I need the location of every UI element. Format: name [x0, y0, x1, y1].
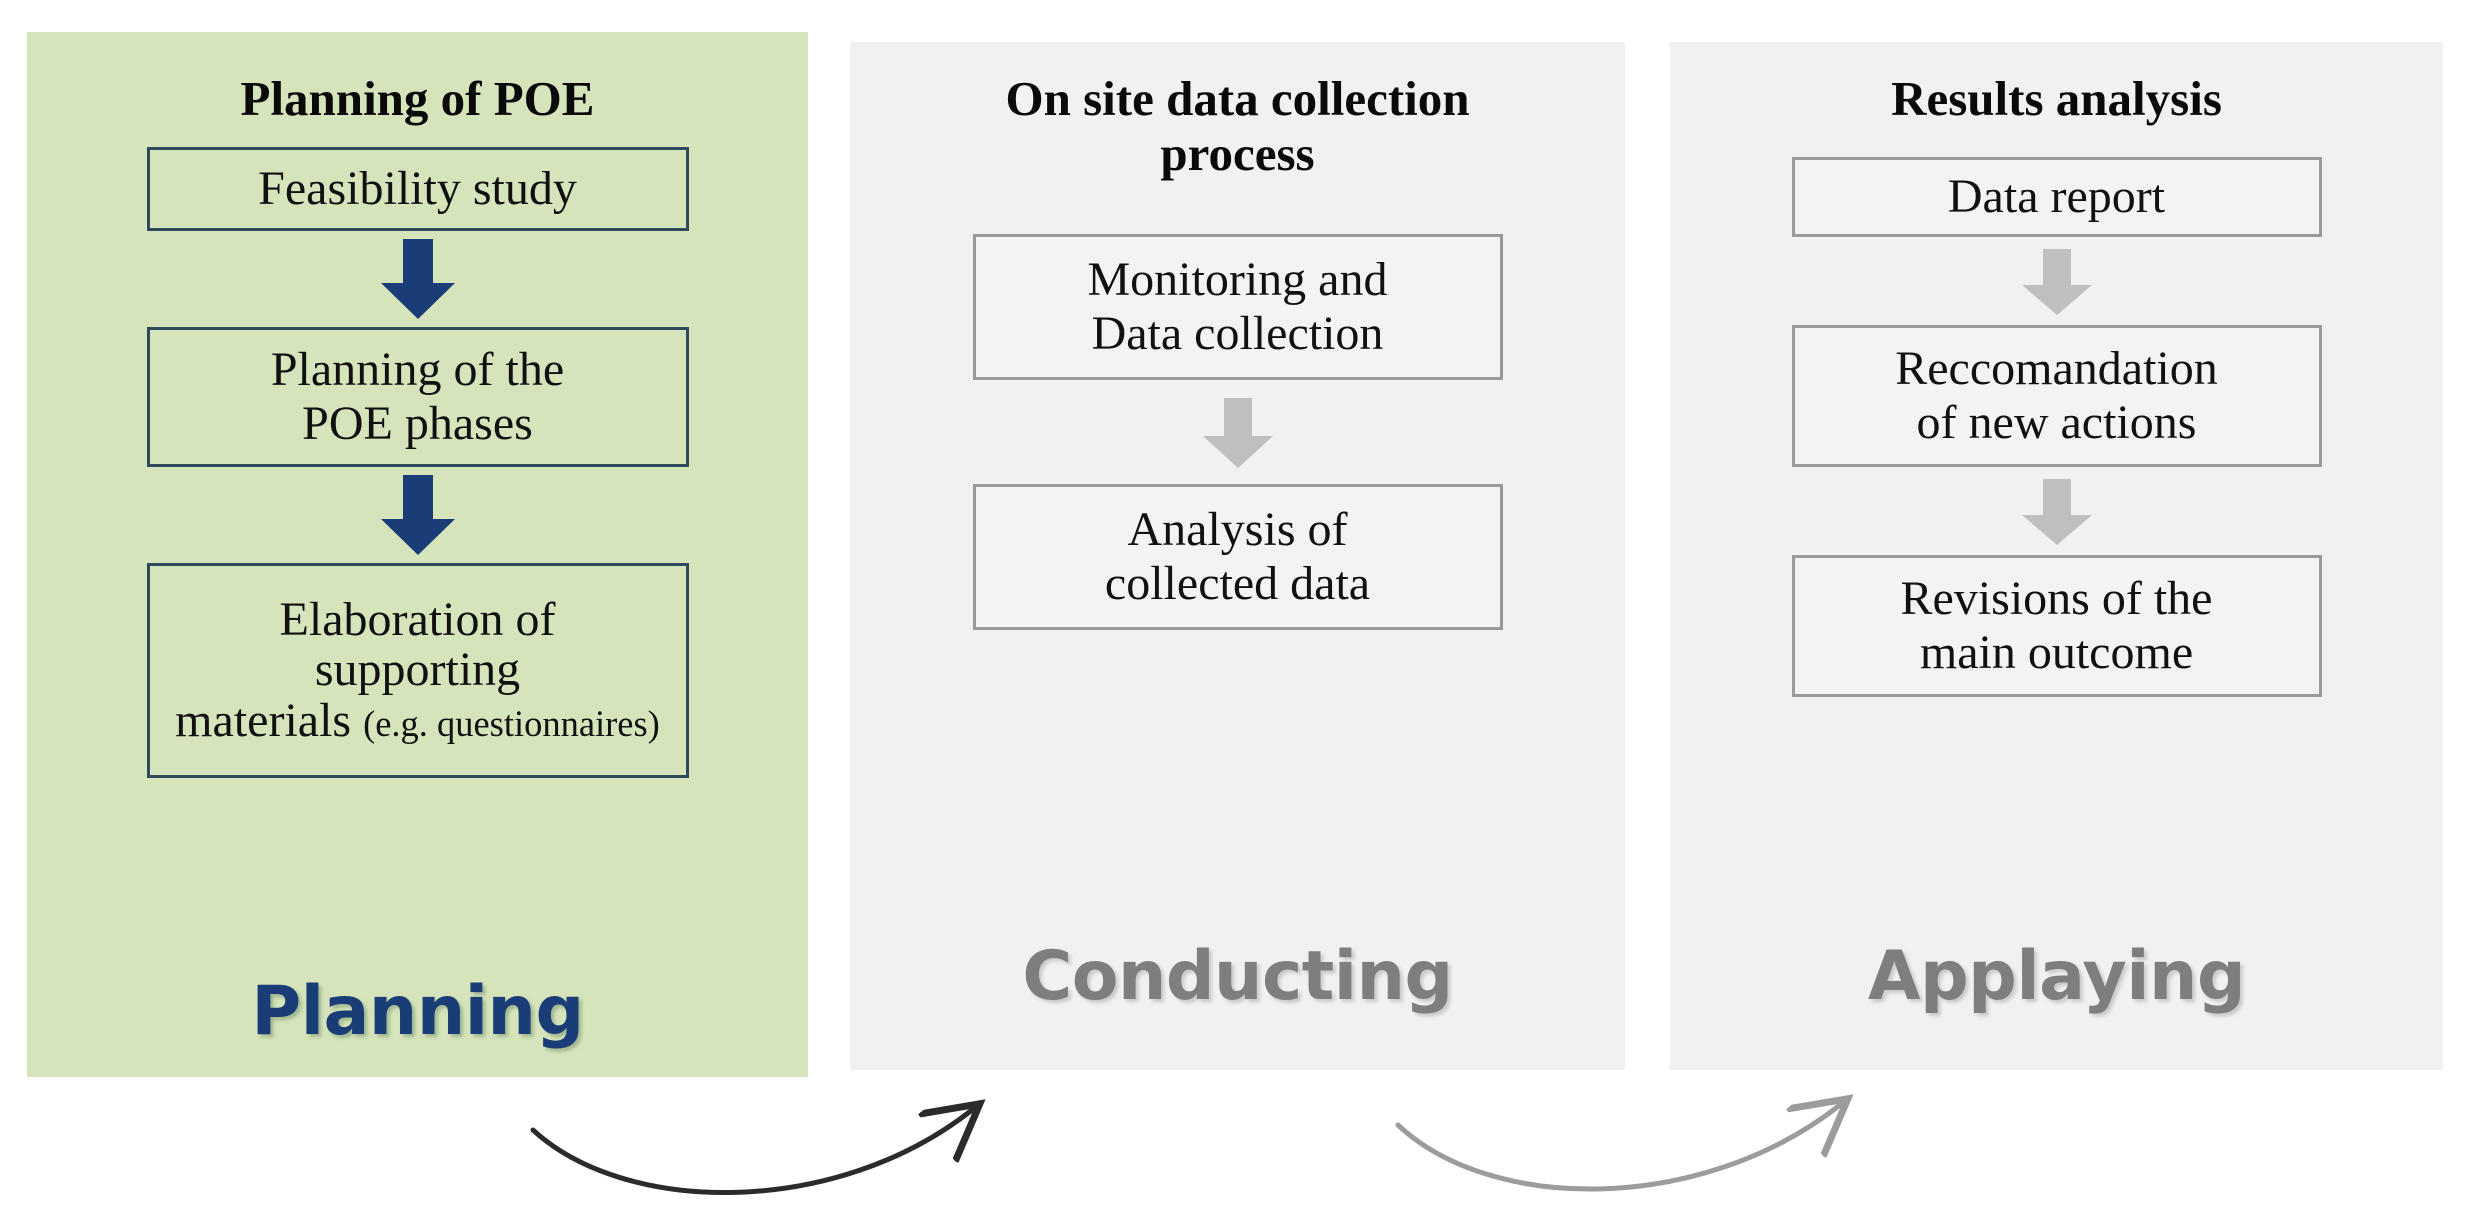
step-feasibility-study: Feasibility study: [146, 146, 689, 231]
arrow-reccomandation-to-revisions: [2021, 478, 2092, 545]
step-analysis-collected-data: Analysis of collected data: [972, 483, 1503, 630]
step-revisions-main-outcome: Revisions of the main outcome: [1791, 554, 2322, 697]
step-revisions-line2: main outcome: [1919, 625, 2194, 679]
step-reccomandation-line1: Reccomandation: [1895, 341, 2218, 395]
step-elaboration-line3: materials: [175, 693, 352, 747]
step-data-report: Data report: [1791, 156, 2322, 237]
panel-applaying-title: Results analysis: [1891, 71, 2222, 126]
step-elaboration-line1: Elaboration of: [279, 592, 556, 646]
panel-conducting-title: On site data collection process: [1005, 71, 1470, 181]
step-elaboration-line3-group: materials (e.g. questionnaires): [175, 693, 660, 747]
panel-planning: Planning of POE Feasibility study Planni…: [27, 32, 808, 1077]
arrow-report-to-reccomandation: [2021, 248, 2092, 315]
stage-label-planning: Planning: [251, 972, 584, 1051]
step-feasibility-study-label: Feasibility study: [258, 161, 577, 215]
step-elaboration-supporting-materials: Elaboration of supporting materials (e.g…: [146, 562, 689, 778]
step-data-report-label: Data report: [1947, 169, 2166, 223]
step-elaboration-line2: supporting: [314, 643, 521, 697]
step-elaboration-note: (e.g. questionnaires): [363, 702, 660, 744]
arrow-planning-to-elaboration: [380, 474, 455, 555]
panel-planning-title: Planning of POE: [240, 71, 595, 126]
step-planning-poe-phases-line1: Planning of the: [270, 342, 565, 396]
stage-label-conducting: Conducting: [1022, 937, 1453, 1016]
step-analysis-line2: collected data: [1104, 556, 1371, 610]
panel-applaying: Results analysis Data report Reccomandat…: [1670, 42, 2443, 1070]
step-planning-poe-phases: Planning of the POE phases: [146, 326, 689, 467]
step-reccomandation-line2: of new actions: [1916, 395, 2197, 449]
step-revisions-line1: Revisions of the: [1900, 571, 2213, 625]
curve-planning-to-conducting: [530, 1110, 972, 1196]
curve-conducting-to-applaying: [1395, 1105, 1840, 1192]
step-monitoring-line1: Monitoring and: [1087, 252, 1388, 306]
stage-label-applaying: Applaying: [1867, 937, 2246, 1016]
step-monitoring-line2: Data collection: [1091, 306, 1384, 360]
step-monitoring-data-collection: Monitoring and Data collection: [972, 233, 1503, 380]
step-planning-poe-phases-line2: POE phases: [302, 396, 533, 450]
arrow-feasibility-to-planning: [380, 238, 455, 319]
arrow-monitoring-to-analysis: [1202, 397, 1273, 468]
step-analysis-line1: Analysis of: [1127, 502, 1348, 556]
step-reccomandation-new-actions: Reccomandation of new actions: [1791, 324, 2322, 467]
panel-conducting: On site data collection process Monitori…: [850, 42, 1625, 1070]
